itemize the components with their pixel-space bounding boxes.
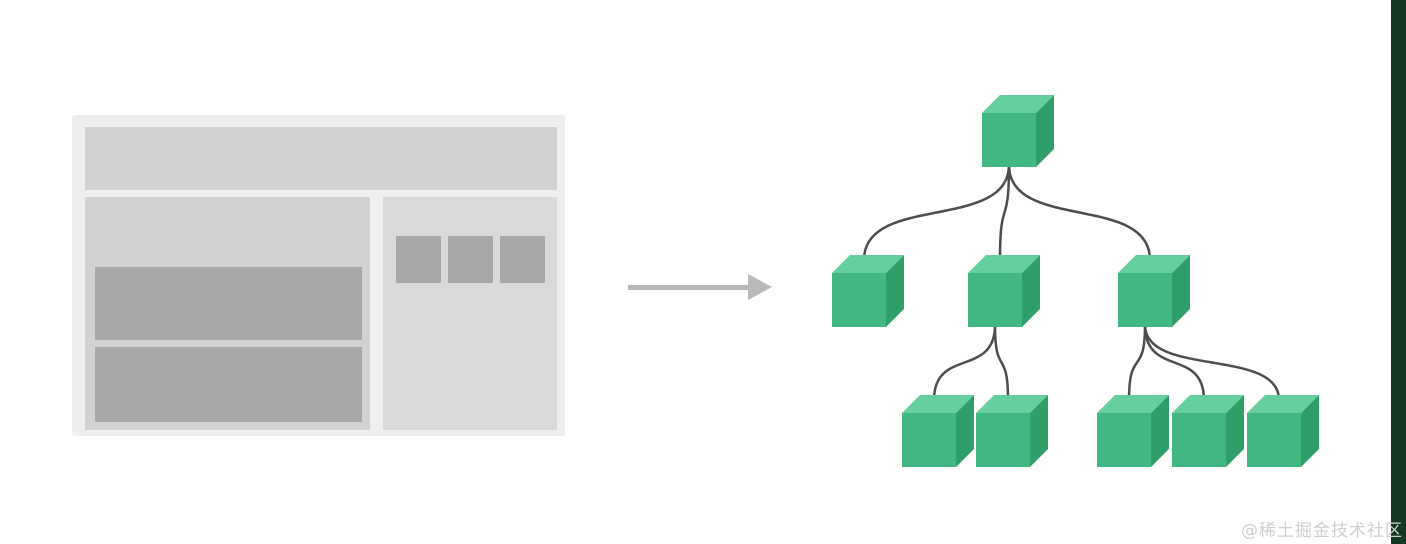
tree-edge (1007, 163, 1152, 262)
cube-front-face (982, 113, 1036, 167)
dom-node-cube-child-2 (968, 255, 1040, 327)
cube-side-face (956, 395, 974, 467)
cube-top-face (902, 395, 974, 413)
dom-node-cube-child-3 (1118, 255, 1190, 327)
dom-node-cube-child-1 (832, 255, 904, 327)
cube-front-face (1172, 413, 1226, 467)
dom-node-cube-child-3-2 (1172, 395, 1244, 467)
cube-front-face (976, 413, 1030, 467)
mockup-sidebar-block (383, 197, 557, 430)
mockup-sidebar-tile-3 (500, 236, 545, 283)
cube-top-face (1172, 395, 1244, 413)
cube-front-face (1247, 413, 1301, 467)
tree-edge (1143, 323, 1206, 402)
cube-top-face (1247, 395, 1319, 413)
tree-edge (932, 323, 997, 402)
cube-front-face (832, 273, 886, 327)
mockup-sidebar-tile-1 (396, 236, 441, 283)
cube-side-face (1172, 255, 1190, 327)
cube-side-face (1301, 395, 1319, 467)
cube-side-face (1022, 255, 1040, 327)
mockup-content-bar-1 (95, 267, 362, 340)
right-edge-bar (1391, 0, 1406, 544)
mockup-content-bar-2 (95, 347, 362, 422)
webpage-mockup (72, 115, 565, 436)
cube-side-face (1226, 395, 1244, 467)
cube-top-face (1118, 255, 1190, 273)
tree-edge (1127, 323, 1147, 402)
tree-edge (998, 163, 1011, 262)
mockup-main-block (85, 197, 370, 430)
cube-top-face (832, 255, 904, 273)
tree-edge (862, 163, 1011, 262)
mockup-header-block (85, 127, 557, 190)
tree-edge (1143, 323, 1281, 402)
cube-front-face (1118, 273, 1172, 327)
cube-front-face (902, 413, 956, 467)
cube-front-face (968, 273, 1022, 327)
cube-top-face (982, 95, 1054, 113)
cube-top-face (976, 395, 1048, 413)
dom-node-cube-child-3-1 (1097, 395, 1169, 467)
mockup-sidebar-tile-2 (448, 236, 493, 283)
cube-top-face (1097, 395, 1169, 413)
dom-node-cube-root (982, 95, 1054, 167)
dom-node-cube-child-2-2 (976, 395, 1048, 467)
arrow-head-icon (748, 274, 772, 300)
cube-side-face (1036, 95, 1054, 167)
cube-side-face (886, 255, 904, 327)
cube-front-face (1097, 413, 1151, 467)
cube-side-face (1151, 395, 1169, 467)
tree-edge (993, 323, 1010, 402)
dom-node-cube-child-2-1 (902, 395, 974, 467)
dom-node-cube-child-3-3 (1247, 395, 1319, 467)
watermark-text: @稀土掘金技术社区 (1241, 521, 1403, 541)
cube-top-face (968, 255, 1040, 273)
cube-side-face (1030, 395, 1048, 467)
arrow-line (628, 285, 752, 290)
